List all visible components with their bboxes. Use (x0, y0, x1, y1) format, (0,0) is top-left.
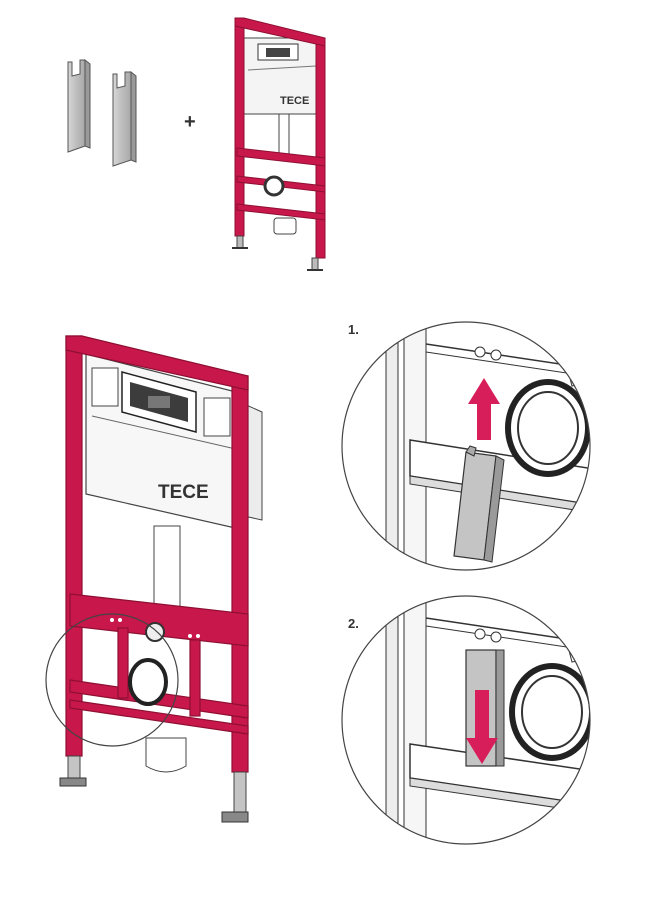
arrow-down (466, 690, 498, 764)
step-2-detail (342, 596, 590, 844)
large-installation-frame: TECE (45, 335, 263, 823)
step-1-label: 1. (348, 322, 359, 337)
large-brand-label: TECE (158, 482, 209, 503)
step-1-circle (341, 321, 591, 571)
arrow-up (468, 378, 500, 440)
step-2-circle (341, 595, 591, 845)
step-1-detail (342, 322, 590, 570)
detail-highlight-circle (45, 613, 179, 747)
small-brand-label: TECE (280, 95, 309, 107)
small-installation-frame: TECE (232, 17, 326, 271)
step-2-label: 2. (348, 616, 359, 631)
leg-extension-right (112, 70, 137, 167)
plus-sign: + (184, 111, 196, 133)
leg-extension-left (67, 58, 91, 153)
leg-extension-pieces (67, 58, 137, 167)
